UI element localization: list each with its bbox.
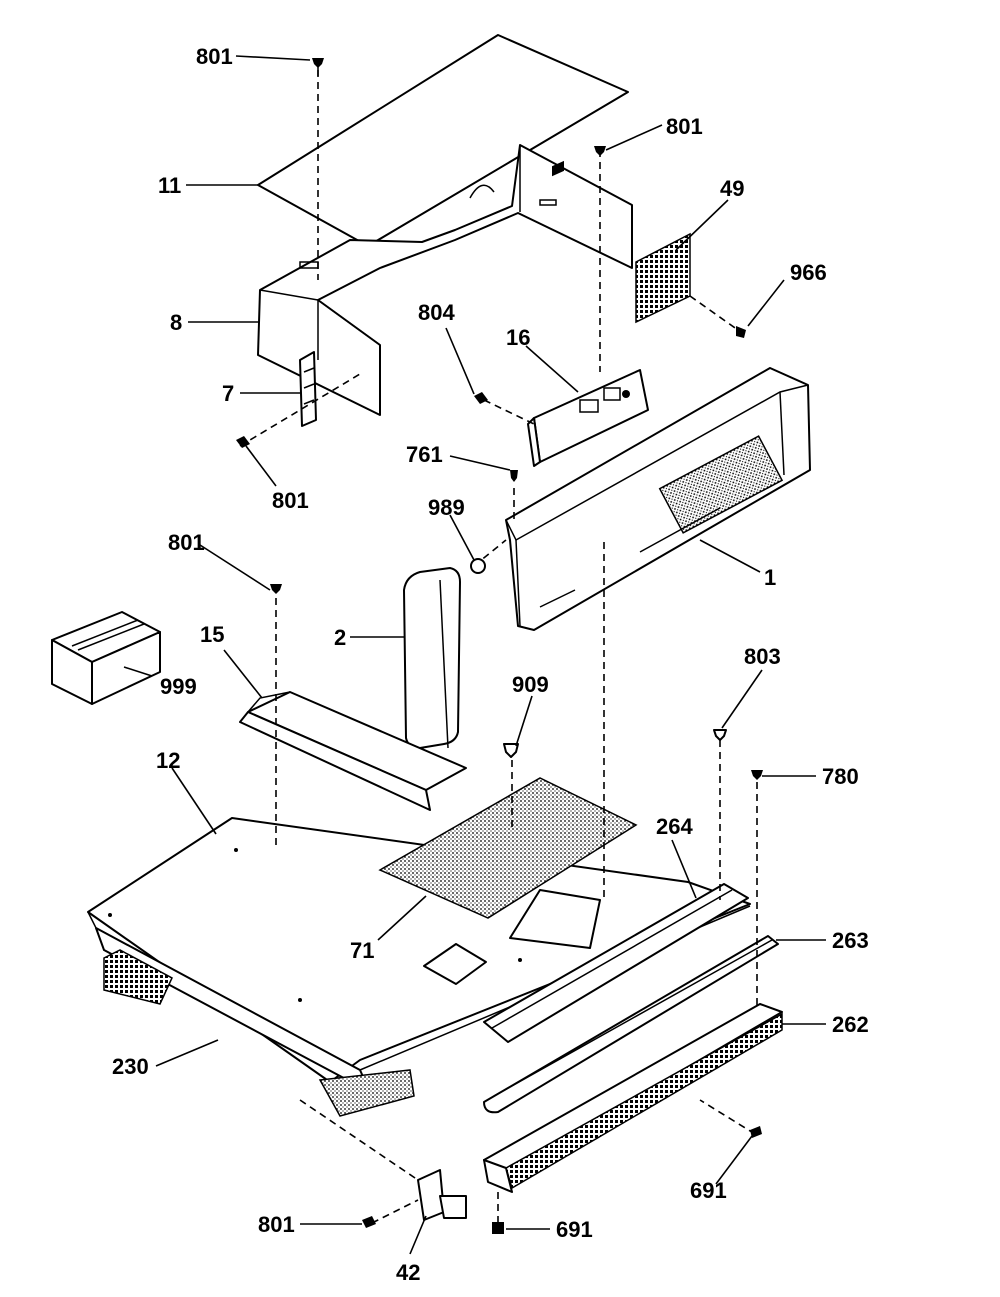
control-panel — [505, 367, 811, 631]
callout-7: 7 — [222, 381, 234, 406]
callout-42: 42 — [396, 1260, 420, 1285]
screw-icon — [236, 436, 250, 448]
vent-grille — [635, 232, 691, 324]
callout-761: 761 — [406, 442, 443, 467]
bracket — [299, 351, 317, 427]
callout-8: 8 — [170, 310, 182, 335]
callout-263: 263 — [832, 928, 869, 953]
callout-803: 803 — [744, 644, 781, 669]
callout-780: 780 — [822, 764, 859, 789]
callout-16: 16 — [506, 325, 530, 350]
callout-801-bottom: 801 — [258, 1212, 295, 1237]
callout-49: 49 — [720, 176, 744, 201]
callout-691-right: 691 — [690, 1178, 727, 1203]
trim-strip-263 — [483, 935, 779, 1114]
screw-icon — [270, 584, 282, 594]
screw-icon — [594, 146, 606, 156]
top-cover-panel — [257, 34, 629, 247]
screw-icon — [312, 58, 324, 76]
screw-icon — [750, 1126, 762, 1138]
clip-42 — [417, 1169, 467, 1221]
callout-801-top: 801 — [196, 44, 233, 69]
callout-15: 15 — [200, 622, 224, 647]
callout-2: 2 — [334, 625, 346, 650]
washer-icon — [470, 558, 486, 574]
callout-966: 966 — [790, 260, 827, 285]
callout-801-left: 801 — [272, 488, 309, 513]
main-top-panel — [87, 817, 751, 1093]
callout-804: 804 — [418, 300, 455, 325]
heat-shield — [378, 777, 638, 919]
rear-frame — [257, 144, 633, 416]
alignment-lines — [239, 70, 758, 1224]
lower-vent-strip — [103, 949, 415, 1117]
channel-bracket — [239, 691, 467, 811]
parts-box — [51, 611, 161, 705]
screw-icon — [503, 743, 519, 758]
callout-801-mid: 801 — [168, 530, 205, 555]
screw-icon — [510, 470, 518, 482]
trim-strip-264 — [483, 883, 749, 1043]
callout-801-right: 801 — [666, 114, 703, 139]
screw-icon — [474, 392, 488, 404]
callout-230: 230 — [112, 1054, 149, 1079]
front-vent-rail — [483, 1003, 783, 1193]
screw-icon — [362, 1216, 376, 1228]
callout-11: 11 — [158, 173, 181, 198]
callout-989: 989 — [428, 495, 465, 520]
callout-1: 1 — [764, 565, 776, 590]
leader-lines — [123, 55, 826, 1255]
callout-12: 12 — [156, 748, 180, 773]
screw-icon — [736, 326, 746, 338]
screw-icon — [492, 1222, 504, 1234]
callout-909: 909 — [512, 672, 549, 697]
callout-691-bottom: 691 — [556, 1217, 593, 1242]
end-cap — [403, 567, 461, 749]
callout-999: 999 — [160, 674, 197, 699]
callout-262: 262 — [832, 1012, 869, 1037]
callout-71: 71 — [350, 938, 374, 963]
callout-264: 264 — [656, 814, 693, 839]
screw-icon — [713, 729, 727, 741]
screw-icon — [751, 770, 763, 780]
